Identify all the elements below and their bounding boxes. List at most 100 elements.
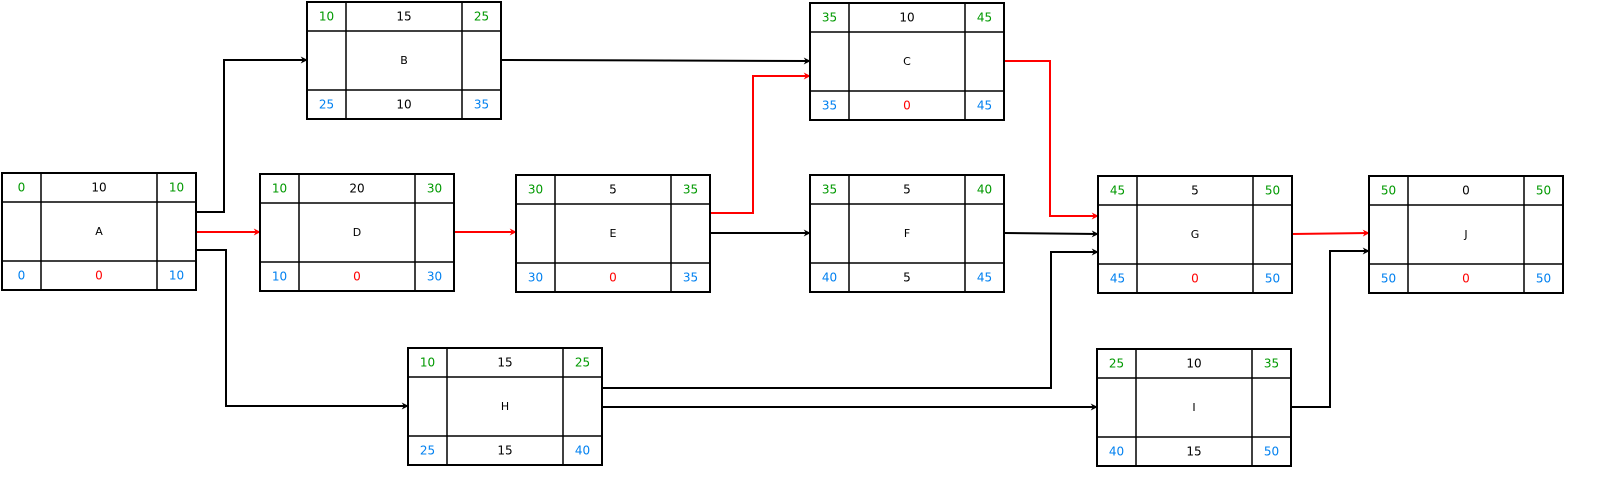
late-finish: 45 — [977, 99, 992, 113]
early-finish: 10 — [169, 181, 184, 195]
slack: 0 — [1462, 272, 1470, 286]
late-finish: 45 — [977, 271, 992, 285]
slack: 0 — [1191, 272, 1199, 286]
duration: 15 — [396, 10, 411, 24]
early-start: 10 — [272, 182, 287, 196]
node-frame — [306, 1, 502, 120]
edge-g-to-j — [1291, 229, 1370, 237]
late-start: 40 — [822, 271, 837, 285]
task-name: D — [353, 226, 361, 239]
task-name: A — [95, 225, 103, 238]
late-finish: 30 — [427, 270, 442, 284]
early-start: 35 — [822, 11, 837, 25]
late-finish: 50 — [1264, 445, 1279, 459]
late-finish: 40 — [575, 444, 590, 458]
node-frame — [1368, 175, 1564, 294]
late-finish: 50 — [1265, 272, 1280, 286]
task-name: H — [501, 400, 509, 413]
node-frame — [809, 174, 1005, 293]
duration: 10 — [899, 11, 914, 25]
slack: 0 — [353, 270, 361, 284]
node-frame — [809, 2, 1005, 121]
early-start: 25 — [1109, 357, 1124, 371]
task-name: J — [1463, 228, 1467, 241]
slack: 15 — [1186, 445, 1201, 459]
duration: 5 — [903, 183, 911, 197]
late-start: 30 — [528, 271, 543, 285]
edge-a-to-h — [196, 249, 409, 410]
early-finish: 50 — [1536, 184, 1551, 198]
early-finish: 30 — [427, 182, 442, 196]
node-frame — [1096, 348, 1292, 467]
slack: 10 — [396, 98, 411, 112]
early-finish: 40 — [977, 183, 992, 197]
edges-layer — [196, 56, 1370, 411]
slack: 5 — [903, 271, 911, 285]
slack: 0 — [609, 271, 617, 285]
late-start: 40 — [1109, 445, 1124, 459]
node-frame — [515, 174, 711, 293]
duration: 10 — [91, 181, 106, 195]
duration: 0 — [1462, 184, 1470, 198]
duration: 15 — [497, 356, 512, 370]
early-start: 10 — [319, 10, 334, 24]
late-start: 10 — [272, 270, 287, 284]
early-start: 30 — [528, 183, 543, 197]
task-name: C — [903, 55, 911, 68]
late-start: 35 — [822, 99, 837, 113]
slack: 15 — [497, 444, 512, 458]
node-i: 25 10 35I 40 15 50 — [1096, 348, 1292, 467]
node-frame — [259, 173, 455, 292]
edge-b-to-c — [500, 57, 811, 65]
duration: 5 — [1191, 184, 1199, 198]
early-start: 35 — [822, 183, 837, 197]
edge-e-to-c — [710, 72, 811, 214]
edge-h-to-g — [602, 248, 1099, 389]
early-finish: 50 — [1265, 184, 1280, 198]
task-name: B — [400, 54, 408, 67]
task-name: F — [904, 227, 910, 240]
late-finish: 10 — [169, 269, 184, 283]
late-start: 0 — [18, 269, 26, 283]
late-start: 25 — [319, 98, 334, 112]
node-frame — [1097, 175, 1293, 294]
early-start: 50 — [1381, 184, 1396, 198]
task-name: E — [610, 227, 617, 240]
slack: 0 — [95, 269, 103, 283]
early-start: 0 — [18, 181, 26, 195]
task-name: I — [1192, 401, 1195, 414]
duration: 20 — [349, 182, 364, 196]
slack: 0 — [903, 99, 911, 113]
late-finish: 50 — [1536, 272, 1551, 286]
duration: 10 — [1186, 357, 1201, 371]
early-finish: 25 — [474, 10, 489, 24]
duration: 5 — [609, 183, 617, 197]
early-finish: 35 — [683, 183, 698, 197]
edge-a-to-b — [196, 56, 308, 213]
edge-i-to-j — [1291, 247, 1370, 408]
late-start: 50 — [1381, 272, 1396, 286]
early-finish: 45 — [977, 11, 992, 25]
edge-c-to-g — [1004, 60, 1099, 220]
early-finish: 25 — [575, 356, 590, 370]
early-finish: 35 — [1264, 357, 1279, 371]
node-frame — [1, 172, 197, 291]
late-finish: 35 — [474, 98, 489, 112]
early-start: 10 — [420, 356, 435, 370]
node-frame — [407, 347, 603, 466]
late-finish: 35 — [683, 271, 698, 285]
edge-f-to-g — [1003, 230, 1099, 238]
task-name: G — [1191, 228, 1200, 241]
early-start: 45 — [1110, 184, 1125, 198]
